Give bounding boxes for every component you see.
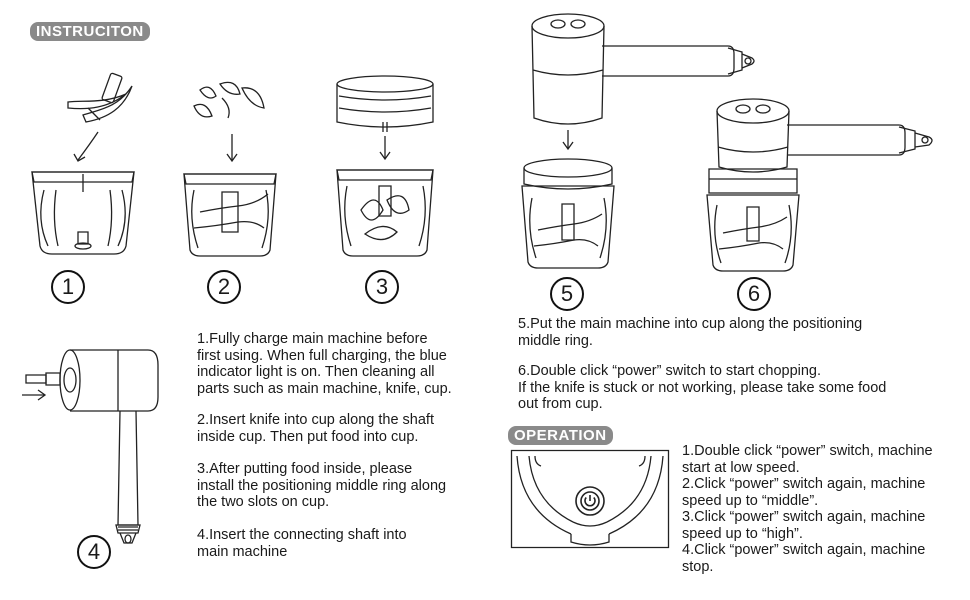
step-2-text: 2.Insert knife into cup along the shaft … bbox=[197, 412, 434, 445]
assembled-chopper-illustration bbox=[703, 95, 943, 275]
power-icon[interactable] bbox=[574, 485, 606, 517]
step-5-text: 5.Put the main machine into cup along th… bbox=[518, 316, 863, 349]
operation-step-3: 3.Click “power” switch again, machine sp… bbox=[682, 509, 926, 542]
operation-step-4: 4.Click “power” switch again, machine st… bbox=[682, 542, 926, 575]
instruction-heading: INSTRUCITON bbox=[30, 22, 150, 41]
step-number-3: 3 bbox=[365, 270, 399, 304]
middle-ring-illustration bbox=[335, 70, 435, 260]
step-3-text: 3.After putting food inside, please inst… bbox=[197, 461, 447, 510]
step-4-text: 4.Insert the connecting shaft into main … bbox=[197, 527, 407, 560]
step-number-4: 4 bbox=[77, 535, 111, 569]
step-1-text: 1.Fully charge main machine before first… bbox=[197, 331, 452, 397]
operation-step-2: 2.Click “power” switch again, machine sp… bbox=[682, 476, 926, 509]
operation-step-1: 1.Double click “power” switch, machine s… bbox=[682, 443, 933, 476]
step-number-6: 6 bbox=[737, 277, 771, 311]
step-number-5: 5 bbox=[550, 277, 584, 311]
connecting-shaft-illustration bbox=[18, 345, 168, 550]
machine-onto-cup-illustration bbox=[518, 8, 758, 270]
step-6-text: 6.Double click “power” switch to start c… bbox=[518, 363, 887, 412]
power-panel-illustration bbox=[511, 450, 669, 548]
step-number-1: 1 bbox=[51, 270, 85, 304]
operation-heading: OPERATION bbox=[508, 426, 613, 445]
step-number-2: 2 bbox=[207, 270, 241, 304]
knife-into-cup-illustration bbox=[28, 60, 138, 260]
food-into-cup-illustration bbox=[180, 78, 280, 258]
